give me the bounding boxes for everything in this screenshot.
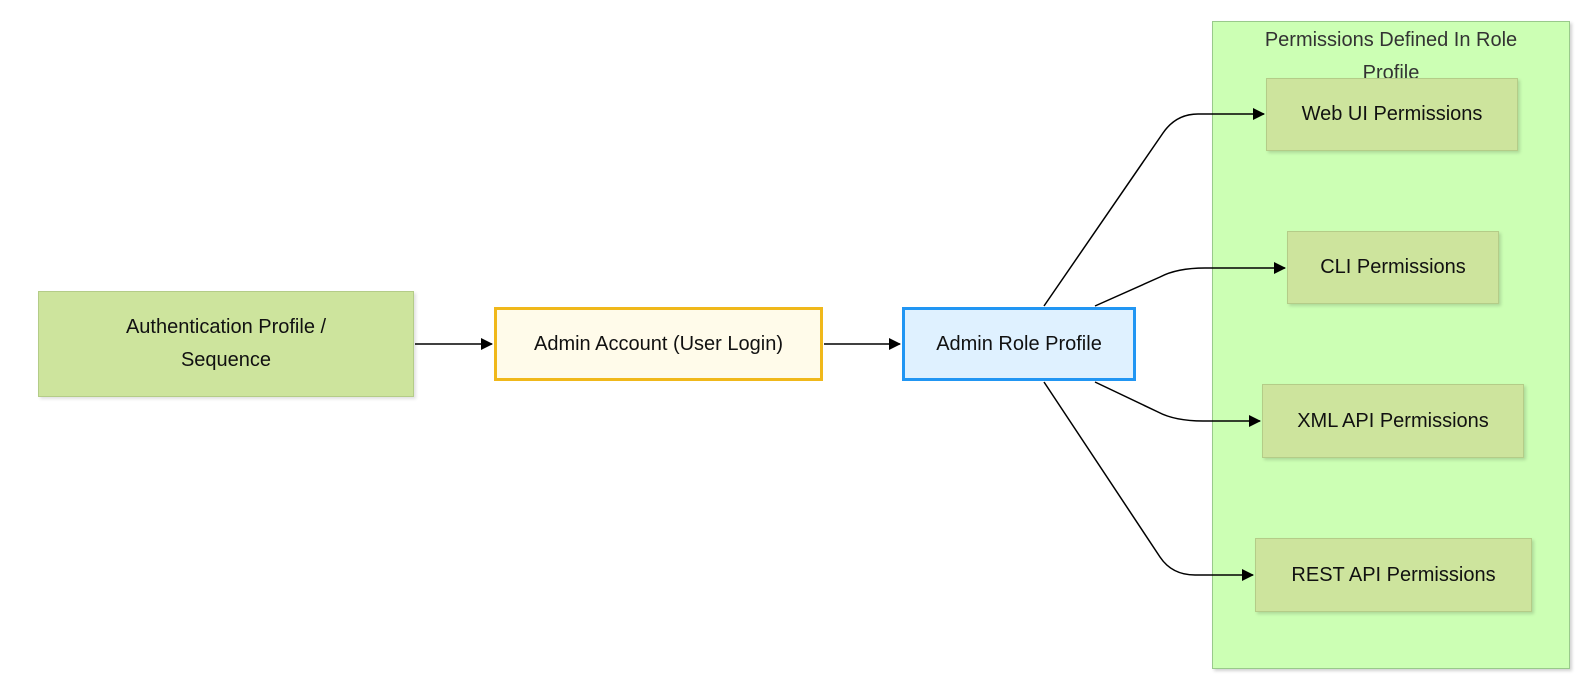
- authentication-profile-label: Authentication Profile / Sequence: [125, 316, 327, 371]
- web-ui-permissions-node[interactable]: Web UI Permissions: [1266, 78, 1518, 151]
- cli-permissions-node[interactable]: CLI Permissions: [1287, 231, 1499, 304]
- authentication-profile-node[interactable]: Authentication Profile / Sequence: [38, 291, 414, 397]
- xml-api-permissions-node[interactable]: XML API Permissions: [1262, 384, 1524, 458]
- admin-role-profile-label: Admin Role Profile: [936, 332, 1102, 355]
- cli-permissions-label: CLI Permissions: [1320, 256, 1466, 278]
- rest-api-permissions-label: REST API Permissions: [1291, 563, 1496, 586]
- admin-account-node[interactable]: Admin Account (User Login): [494, 307, 823, 381]
- admin-role-profile-node[interactable]: Admin Role Profile: [902, 307, 1136, 381]
- admin-account-label: Admin Account (User Login): [533, 332, 783, 355]
- xml-api-permissions-label: XML API Permissions: [1297, 409, 1489, 432]
- web-ui-permissions-label: Web UI Permissions: [1301, 103, 1483, 125]
- rest-api-permissions-node[interactable]: REST API Permissions: [1255, 538, 1532, 612]
